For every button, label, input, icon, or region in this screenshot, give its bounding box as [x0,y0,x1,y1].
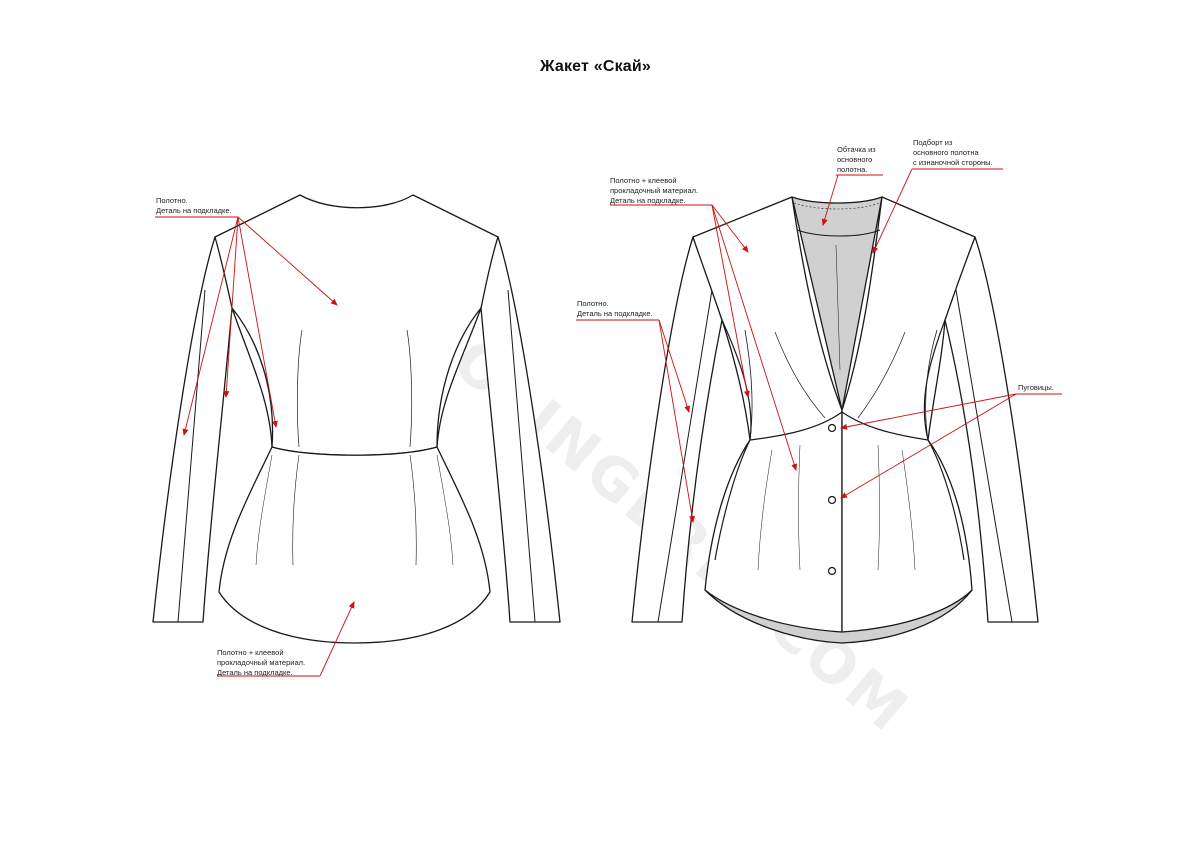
front-neck-stitch [793,202,881,210]
front-neck-facing [796,229,881,237]
facing-arrow [821,174,839,226]
label-facing: Обтачка из основного полотна. [837,145,878,174]
back-left-dart [296,329,303,448]
back-peplum [218,446,491,644]
front-interfacing-arrow-1 [711,204,749,253]
back-right-sleeve-seam [507,289,536,623]
front-view [631,196,1039,644]
front-left-peplum-line [757,449,773,571]
button-bottom [827,566,837,576]
front-interfacing-arrow-3 [711,204,798,471]
buttons-arrow-1 [840,393,1017,430]
back-fabric-arrow-4 [237,216,278,428]
back-fabric-arrow-1 [237,216,338,306]
button-middle [827,495,837,505]
front-lining-fold [835,244,841,371]
front-left-sleeve-seam [657,289,713,623]
label-front-fabric: Полотно. Деталь на подкладке. [577,299,653,318]
label-lapel-facing: Подборт из основного полотна с изнаночно… [913,138,993,167]
front-fabric-arrow-2 [658,319,695,523]
front-right-dart [857,331,906,419]
front-left-peplum-line-2 [798,444,801,571]
front-right-peplum-line-2 [877,444,880,571]
back-view [152,194,561,644]
back-right-dart [406,329,413,448]
back-left-sleeve [152,236,233,623]
label-back-peplum: Полотно + клеевой прокладочный материал.… [217,648,307,677]
back-right-side-panel [436,307,482,448]
back-fabric-arrow-3 [223,216,239,398]
front-waist-seam [749,411,929,441]
annotation-arrows [155,168,1062,677]
front-right-peplum-line [901,449,916,571]
front-left-panel [692,196,843,633]
front-interfacing-arrow-2 [711,204,750,398]
front-left-princess [744,329,753,441]
back-fabric-arrow-2 [182,216,239,436]
back-peplum-arrow [319,601,355,677]
back-peplum-line-left [255,454,273,566]
front-right-princess [925,329,938,441]
button-top [827,423,837,433]
back-peplum-seam-left [292,454,300,566]
label-back-fabric: Полотно. Деталь на подкладке. [156,196,232,215]
back-peplum-seam-right [409,454,417,566]
label-front-interfacing: Полотно + клеевой прокладочный материал.… [610,176,700,205]
label-buttons: Пуговицы. [1018,383,1054,392]
front-left-dart [774,331,826,419]
lapel-facing-arrow [872,168,913,254]
back-left-sleeve-seam [177,289,206,623]
buttons-arrow-2 [840,393,1017,499]
page-title: Жакет «Скай» [539,58,652,75]
back-peplum-line-right [436,454,454,566]
front-right-sleeve-seam [955,289,1013,623]
front-fabric-arrow-1 [658,319,690,413]
